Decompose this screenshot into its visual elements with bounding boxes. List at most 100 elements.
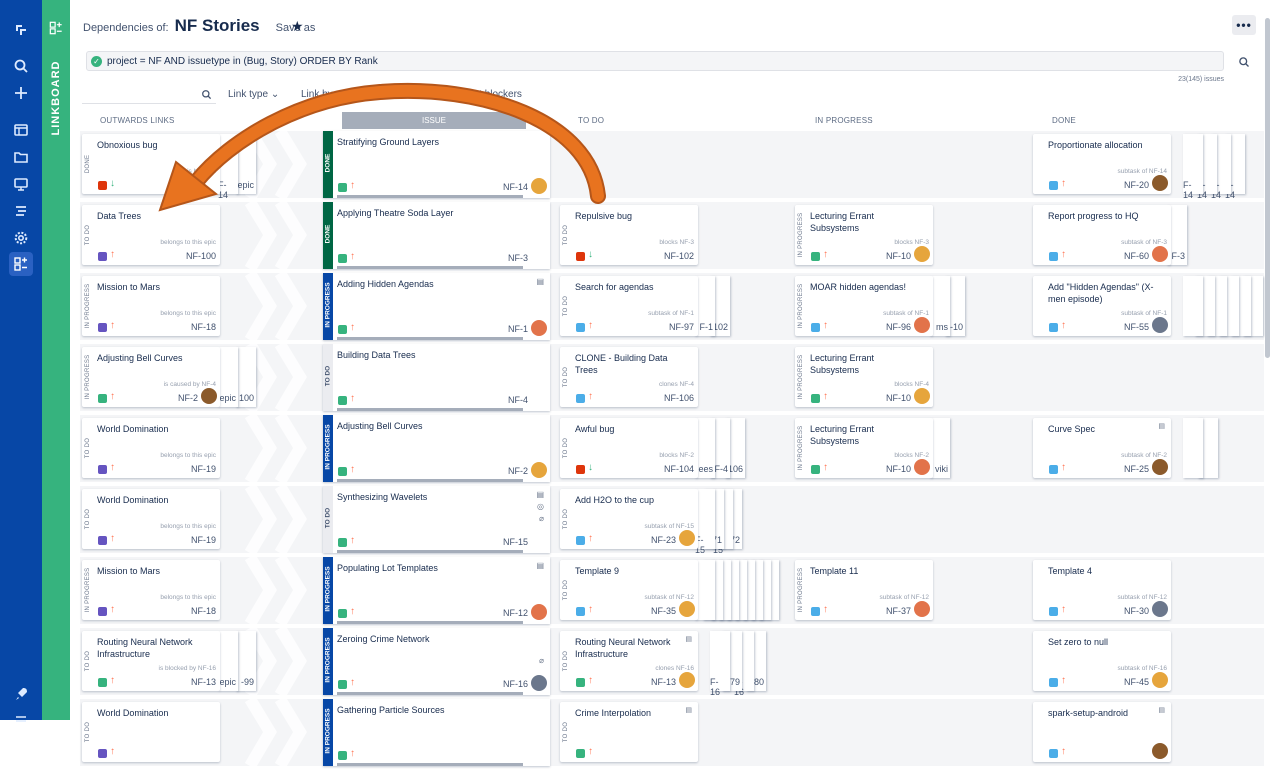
issue-key[interactable]: NF-23 bbox=[650, 535, 676, 545]
stacked-card[interactable]: -99 bbox=[236, 631, 256, 691]
issue-key[interactable]: NF-19 bbox=[190, 464, 216, 474]
search-icon[interactable] bbox=[9, 54, 33, 78]
card-title[interactable]: Set zero to null bbox=[1048, 637, 1109, 647]
card-title[interactable]: Adjusting Bell Curves bbox=[97, 353, 183, 363]
issue-key[interactable]: NF-102 bbox=[663, 251, 694, 261]
issue-key[interactable]: NF-25 bbox=[1123, 464, 1149, 474]
issue-key[interactable]: NF-45 bbox=[1123, 677, 1149, 687]
card-title[interactable]: World Domination bbox=[97, 495, 169, 505]
more-actions-button[interactable]: ••• bbox=[1232, 15, 1256, 35]
stacked-card[interactable]: epic bbox=[236, 134, 256, 194]
issue-key[interactable]: NF-104 bbox=[663, 464, 694, 474]
issue-key[interactable]: NF-37 bbox=[885, 606, 911, 616]
stacked-card[interactable]: 106 bbox=[725, 418, 745, 478]
issue-key[interactable]: NF-2 bbox=[178, 393, 198, 403]
issue-card[interactable]: spark-setup-android↑▤ bbox=[1033, 702, 1171, 762]
filter-search-input[interactable] bbox=[82, 86, 216, 104]
dashboards-icon[interactable] bbox=[9, 172, 33, 196]
linkboard-icon[interactable] bbox=[49, 21, 63, 35]
card-title[interactable]: Lecturing Errant Subsystems bbox=[810, 353, 875, 375]
issue-key[interactable]: NF-13 bbox=[190, 677, 216, 687]
jql-query[interactable]: project = NF AND issuetype in (Bug, Stor… bbox=[107, 55, 378, 67]
issue-key[interactable]: NF-18 bbox=[190, 322, 216, 332]
linkboard-app-icon[interactable] bbox=[9, 252, 33, 276]
stacked-card[interactable]: F-14 bbox=[1183, 134, 1203, 200]
stacked-card[interactable] bbox=[1183, 276, 1203, 336]
save-as-button[interactable]: Save as bbox=[275, 22, 316, 34]
card-title[interactable]: Lecturing Errant Subsystems bbox=[810, 424, 875, 446]
card-title[interactable]: Template 4 bbox=[1048, 566, 1093, 576]
card-title[interactable]: Mission to Mars bbox=[97, 282, 161, 292]
issue-key[interactable]: NF-35 bbox=[650, 606, 676, 616]
issue-title[interactable]: Synthesizing Wavelets bbox=[337, 492, 428, 502]
stacked-card[interactable]: F-3 bbox=[1167, 205, 1187, 265]
issue-key[interactable]: NF-96 bbox=[885, 322, 911, 332]
vertical-scrollbar[interactable] bbox=[1265, 18, 1270, 358]
issue-key[interactable]: NF-106 bbox=[663, 393, 694, 403]
stacked-card[interactable]: F-1 bbox=[695, 276, 715, 336]
card-title[interactable]: Routing Neural Network Infrastructure bbox=[575, 637, 671, 659]
card-title[interactable]: CLONE - Building Data Trees bbox=[575, 353, 668, 375]
link-by-dropdown[interactable]: Link by ⌄ bbox=[301, 89, 344, 100]
jira-logo-icon[interactable] bbox=[9, 18, 33, 42]
projects-icon[interactable] bbox=[9, 145, 33, 169]
card-title[interactable]: Template 11 bbox=[810, 566, 859, 576]
issue-key[interactable]: NF-3 bbox=[508, 253, 528, 263]
stacked-card[interactable] bbox=[1183, 418, 1203, 478]
stacked-card[interactable]: ms bbox=[930, 276, 950, 336]
stacked-card[interactable]: ees bbox=[695, 418, 715, 478]
card-title[interactable]: Mission to Mars bbox=[97, 566, 161, 576]
jql-bar[interactable]: ✓ project = NF AND issuetype in (Bug, St… bbox=[86, 51, 1224, 71]
stacked-card[interactable]: 100 bbox=[236, 347, 256, 407]
issue-title[interactable]: Zeroing Crime Network bbox=[337, 634, 430, 644]
issue-key[interactable]: NF-97 bbox=[668, 322, 694, 332]
card-title[interactable]: Search for agendas bbox=[575, 282, 654, 292]
stacked-card[interactable] bbox=[695, 560, 715, 620]
card-title[interactable]: Proportionate allocation bbox=[1048, 140, 1143, 150]
issue-key[interactable]: NF-10 bbox=[885, 393, 911, 403]
card-title[interactable]: World Domination bbox=[97, 424, 169, 434]
card-title[interactable]: Report progress to HQ bbox=[1048, 211, 1139, 221]
link-level-dropdown[interactable]: Link Level ⌄ bbox=[366, 89, 423, 100]
stacked-card[interactable] bbox=[1198, 418, 1218, 478]
card-title[interactable]: MOAR hidden agendas! bbox=[810, 282, 907, 292]
issue-title[interactable]: Building Data Trees bbox=[337, 350, 416, 360]
card-title[interactable]: Add H2O to the cup bbox=[575, 495, 655, 505]
filters-icon[interactable] bbox=[9, 199, 33, 223]
issue-key[interactable]: NF-14 bbox=[502, 182, 528, 192]
issue-title[interactable]: Gathering Particle Sources bbox=[337, 705, 445, 715]
issue-key[interactable]: NF-16 bbox=[502, 679, 528, 689]
jql-search-icon[interactable] bbox=[1238, 56, 1250, 68]
issue-key[interactable]: NF-13 bbox=[650, 677, 676, 687]
card-title[interactable]: World Domination bbox=[97, 708, 169, 718]
menu-icon[interactable] bbox=[9, 708, 33, 732]
issue-key[interactable]: NF-15 bbox=[502, 537, 528, 547]
stacked-card[interactable]: F-15 bbox=[695, 489, 715, 555]
boards-icon[interactable] bbox=[9, 118, 33, 142]
issue-key[interactable]: NF-10 bbox=[885, 251, 911, 261]
issue-key[interactable]: NF-10 bbox=[885, 464, 911, 474]
issue-key[interactable]: NF-18 bbox=[190, 606, 216, 616]
stacked-card[interactable]: viki bbox=[930, 418, 950, 478]
